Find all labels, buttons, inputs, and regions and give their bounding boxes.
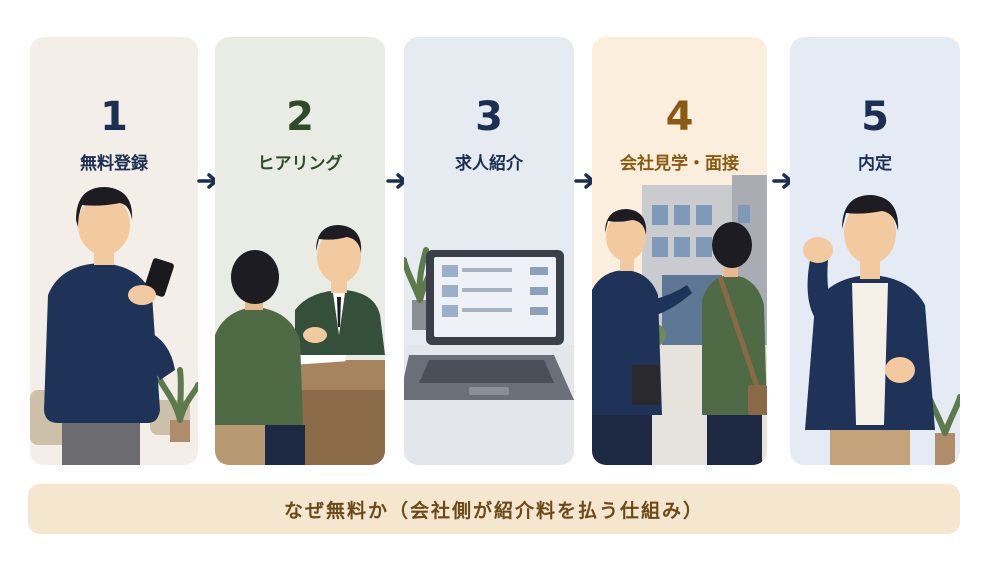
- step-card-1: 1 無料登録: [30, 37, 198, 465]
- step-number: 2: [286, 94, 314, 140]
- step-card-4: 4 会社見学・面接: [592, 37, 767, 465]
- person-phone-illustration: [30, 187, 198, 465]
- step-card-5: 5 内定: [790, 37, 960, 465]
- banner-text: なぜ無料か（会社側が紹介料を払う仕組み）: [283, 499, 704, 522]
- step-number: 4: [665, 94, 694, 140]
- step-title: ヒアリング: [257, 154, 343, 174]
- step-title: 求人紹介: [455, 154, 523, 174]
- step-number: 5: [861, 94, 889, 140]
- step-number: 1: [100, 94, 128, 140]
- step-card-2: 2 ヒアリング: [215, 37, 385, 465]
- step-title: 会社見学・面接: [620, 154, 739, 174]
- laptop-job-list-illustration: [404, 247, 574, 465]
- free-reason-banner: なぜ無料か（会社側が紹介料を払う仕組み）: [28, 484, 960, 534]
- celebrating-person-illustration: [803, 195, 960, 465]
- step-card-3: 3 求人紹介: [404, 37, 574, 465]
- step-title: 内定: [858, 154, 892, 174]
- interview-meeting-illustration: [215, 225, 385, 465]
- office-visit-illustration: [592, 175, 767, 465]
- step-number: 3: [475, 94, 503, 140]
- step-title: 無料登録: [80, 154, 148, 174]
